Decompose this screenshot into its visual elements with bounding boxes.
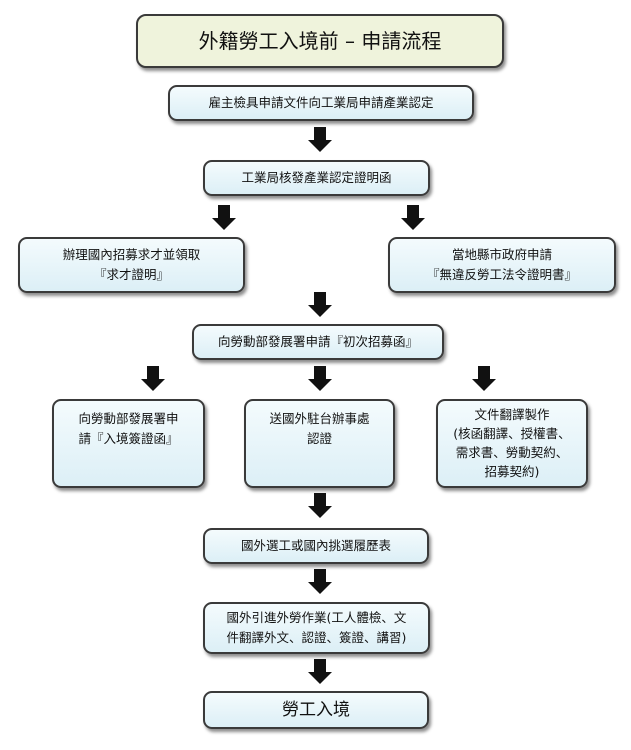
- step-local-government-certificate: 當地縣市政府申請 『無違反勞工法令證明書』: [388, 237, 616, 293]
- step-1-text: 雇主檢具申請文件向工業局申請產業認定: [208, 95, 434, 110]
- step-overseas-office-authentication: 送國外駐台辦事處 認證: [244, 399, 395, 488]
- step-5-left-line-2: 請『入境簽證函』: [78, 431, 179, 446]
- step-5-mid-line-2: 認證: [306, 431, 332, 446]
- flowchart-title: 外籍勞工入境前 – 申請流程: [136, 14, 504, 68]
- step-3-right-line-2: 『無違反勞工法令證明書』: [426, 267, 577, 282]
- step-5-left-line-1: 向勞動部發展署申: [78, 411, 179, 426]
- step-import-workers: 國外引進外勞作業(工人體檢、文 件翻譯外文、認證、簽證、講習): [203, 602, 430, 654]
- step-5-right-line-1: 文件翻譯製作: [474, 407, 550, 422]
- step-5-right-line-4: 招募契約): [484, 464, 540, 479]
- step-3-right-line-1: 當地縣市政府申請: [451, 247, 552, 262]
- flowchart-title-text: 外籍勞工入境前 – 申請流程: [198, 29, 442, 53]
- step-apply-industry-certification: 雇主檢具申請文件向工業局申請產業認定: [168, 85, 474, 121]
- step-initial-recruitment-letter: 向勞動部發展署申請『初次招募函』: [192, 324, 444, 360]
- step-5-right-line-3: 需求書、勞動契約、: [455, 445, 569, 460]
- step-3-left-line-1: 辦理國內招募求才並領取: [62, 247, 201, 262]
- step-document-translation: 文件翻譯製作 (核函翻譯、授權書、 需求書、勞動契約、 招募契約): [436, 399, 588, 488]
- step-worker-selection: 國外選工或國內挑選履歷表: [203, 528, 429, 564]
- step-8-text: 勞工入境: [282, 700, 350, 720]
- step-2-text: 工業局核發產業認定證明函: [241, 170, 392, 185]
- step-domestic-recruitment: 辦理國內招募求才並領取 『求才證明』: [18, 237, 245, 293]
- step-5-right-line-2: (核函翻譯、授權書、: [453, 426, 571, 441]
- step-entry-visa-letter: 向勞動部發展署申 請『入境簽證函』: [52, 399, 205, 488]
- step-4-text: 向勞動部發展署申請『初次招募函』: [217, 334, 418, 349]
- step-issue-certification-letter: 工業局核發產業認定證明函: [203, 160, 430, 196]
- step-7-line-2: 件翻譯外文、認證、簽證、講習): [226, 630, 407, 645]
- step-7-line-1: 國外引進外勞作業(工人體檢、文: [226, 610, 407, 625]
- step-3-left-line-2: 『求才證明』: [93, 267, 169, 282]
- step-5-mid-line-1: 送國外駐台辦事處: [269, 411, 370, 426]
- step-worker-entry: 勞工入境: [203, 691, 429, 729]
- step-6-text: 國外選工或國內挑選履歷表: [240, 538, 391, 553]
